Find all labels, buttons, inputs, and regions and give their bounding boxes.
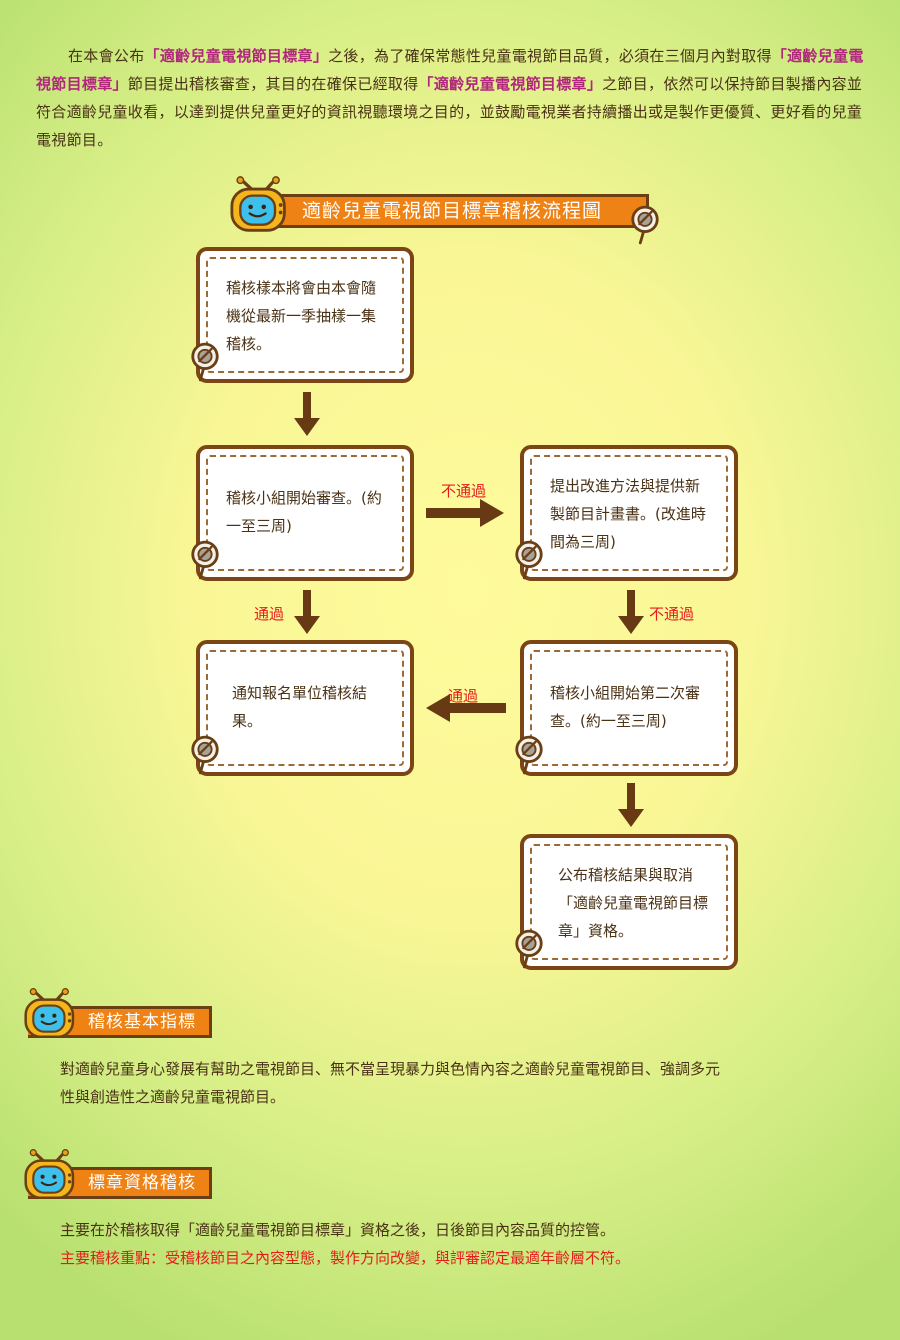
- highlight-mark-name: 「適齡兒童電視節目標章」: [36, 47, 864, 93]
- flow-step-text: 提出改進方法與提供新製節目計畫書。(改進時間為三周): [550, 477, 706, 551]
- arrow-down-icon: [618, 590, 644, 634]
- label-pass: 通過: [448, 687, 479, 705]
- flow-step-text: 稽核小組開始第二次審查。(約一至三周): [550, 684, 701, 730]
- flow-step-improvement: 提出改進方法與提供新製節目計畫書。(改進時間為三周): [520, 445, 738, 581]
- flow-step-text: 通知報名單位稽核結果。: [232, 684, 368, 730]
- flow-step-text: 公布稽核結果與取消「適齡兒童電視節目標章」資格。: [558, 866, 709, 940]
- label-pass: 通過: [254, 605, 285, 623]
- arrow-right-icon: [426, 499, 504, 527]
- label-fail: 不通過: [441, 482, 487, 500]
- intro-text: 節目提出稽核審查，其目的在確保已經取得: [127, 75, 419, 93]
- pushpin-icon: [189, 342, 221, 382]
- highlight-mark-name: 「適齡兒童電視節目標章」: [144, 47, 329, 65]
- intro-text: 之節目，依然可以保持節目製播內容並符合適齡兒童收看，以達到提供兒童更好的資訊視聽…: [36, 75, 863, 149]
- flowchart-title: 適齡兒童電視節目標章稽核流程圖: [240, 194, 649, 228]
- arrow-down-icon: [294, 392, 320, 436]
- pushpin-icon: [513, 735, 545, 775]
- flow-step-sampling: 稽核樣本將會由本會隨機從最新一季抽樣一集稽核。: [196, 247, 414, 383]
- section-text-mark-qualification: 主要在於稽核取得「適齡兒童電視節目標章」資格之後，日後節目內容品質的控管。: [60, 1221, 616, 1239]
- tv-mascot-icon: [230, 176, 290, 234]
- section-text-basic-indicators: 對適齡兒童身心發展有幫助之電視節目、無不當呈現暴力與色情內容之適齡兒童電視節目、…: [60, 1060, 721, 1106]
- highlight-mark-name: 「適齡兒童電視節目標章」: [418, 75, 603, 93]
- tv-mascot-icon: [24, 1149, 78, 1201]
- tv-mascot-icon: [24, 988, 78, 1040]
- flow-step-notify-result: 通知報名單位稽核結果。: [196, 640, 414, 776]
- intro-paragraph: 在本會公布「適齡兒童電視節目標章」之後，為了確保常態性兒童電視節目品質，必須在三…: [36, 42, 864, 154]
- arrow-down-icon: [294, 590, 320, 634]
- intro-text: 在本會公布: [68, 47, 145, 65]
- pushpin-icon: [513, 929, 545, 969]
- pushpin-icon: [189, 735, 221, 775]
- pushpin-icon: [513, 540, 545, 580]
- intro-text: 之後，為了確保常態性兒童電視節目品質，必須在三個月內對取得: [328, 47, 772, 65]
- flow-step-revoke: 公布稽核結果與取消「適齡兒童電視節目標章」資格。: [520, 834, 738, 970]
- flow-step-first-review: 稽核小組開始審查。(約一至三周): [196, 445, 414, 581]
- flow-step-second-review: 稽核小組開始第二次審查。(約一至三周): [520, 640, 738, 776]
- arrow-down-icon: [618, 783, 644, 827]
- arrow-left-icon: [426, 694, 506, 722]
- label-fail: 不通過: [649, 605, 695, 623]
- pushpin-icon: [189, 540, 221, 580]
- flow-step-text: 稽核小組開始審查。(約一至三周): [226, 489, 382, 535]
- flow-step-text: 稽核樣本將會由本會隨機從最新一季抽樣一集稽核。: [226, 279, 377, 353]
- section-highlight-key-points: 主要稽核重點：受稽核節目之內容型態，製作方向改變，與評審認定最適年齡層不符。: [60, 1249, 631, 1267]
- pushpin-icon: [629, 205, 661, 245]
